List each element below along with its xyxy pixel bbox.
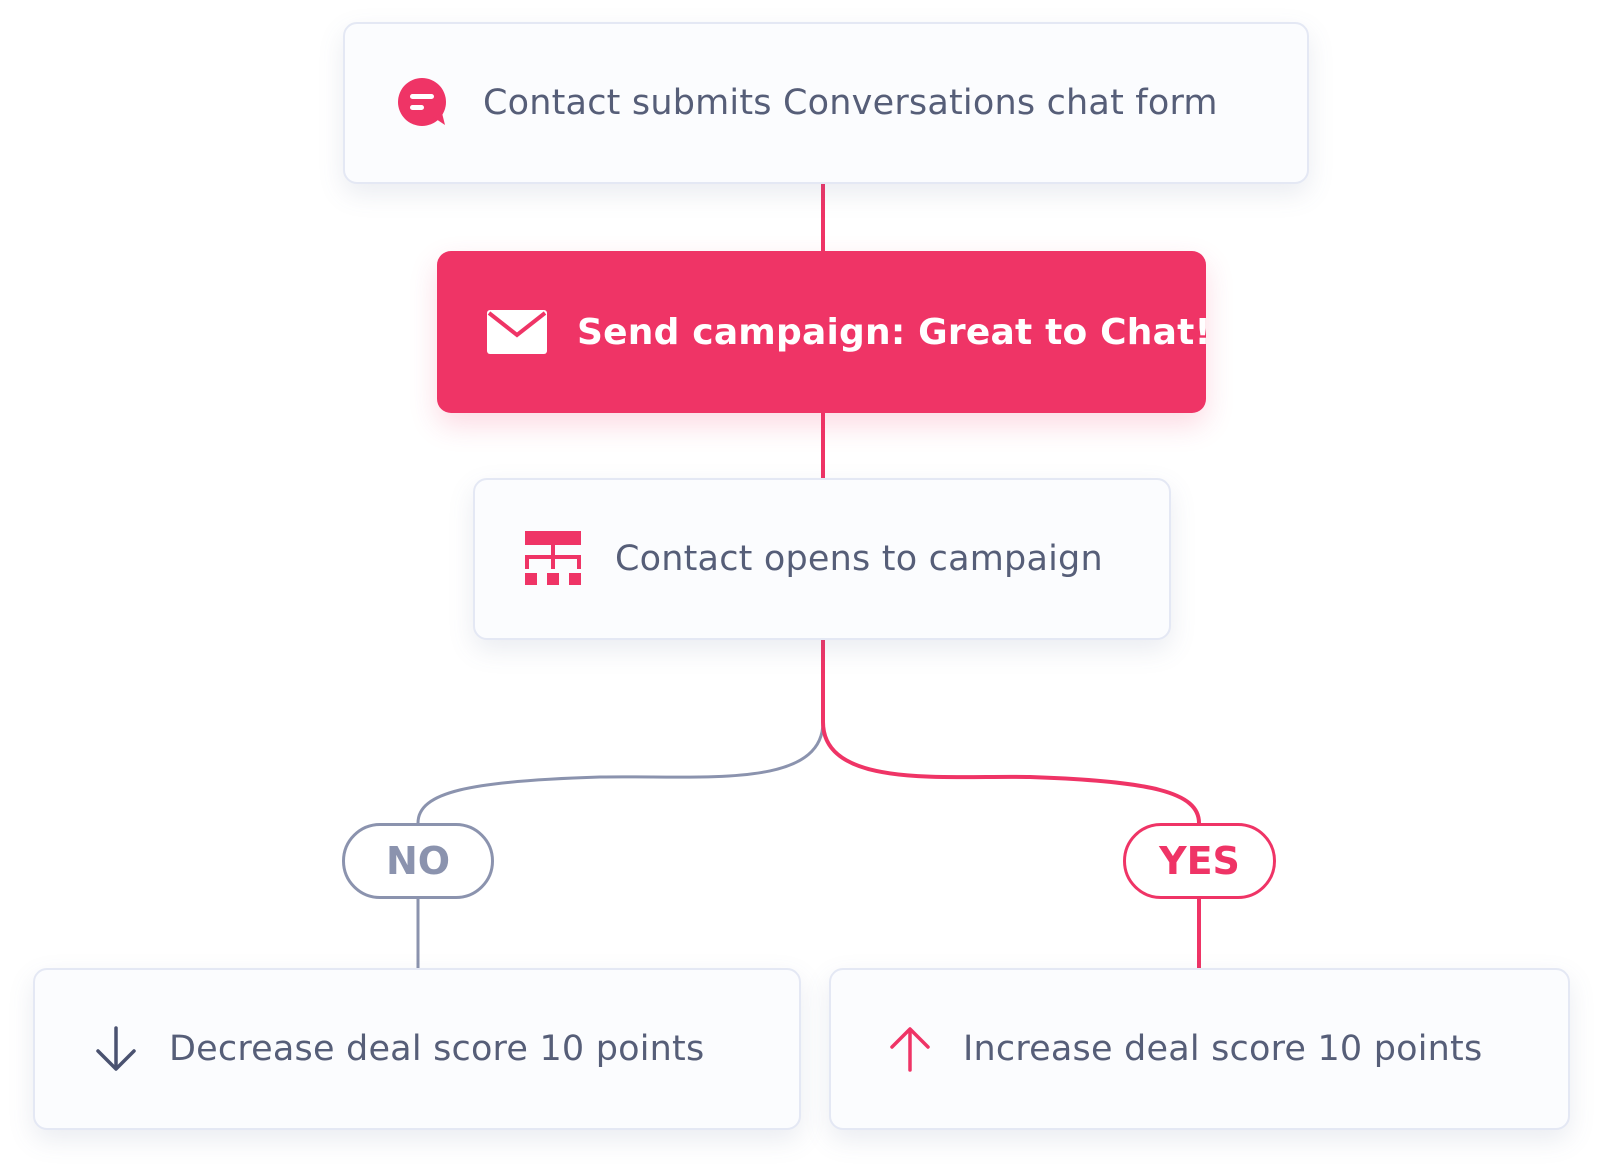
action-label: Send campaign: Great to Chat! (577, 311, 1212, 353)
decrease-score-label: Decrease deal score 10 points (169, 1029, 705, 1069)
condition-label: Contact opens to campaign (615, 539, 1103, 579)
connector-no-branch (416, 721, 825, 824)
increase-score-node[interactable]: Increase deal score 10 points (829, 968, 1570, 1130)
increase-score-label: Increase deal score 10 points (963, 1029, 1483, 1069)
connector-yes-branch (821, 721, 1201, 824)
chat-bubble-icon (397, 77, 449, 129)
trigger-node[interactable]: Contact submits Conversations chat form (343, 22, 1309, 184)
condition-node[interactable]: Contact opens to campaign (473, 478, 1171, 640)
decrease-score-node[interactable]: Decrease deal score 10 points (33, 968, 801, 1130)
send-campaign-node[interactable]: Send campaign: Great to Chat! (437, 251, 1211, 413)
trigger-label: Contact submits Conversations chat form (483, 83, 1218, 123)
yes-branch-pill[interactable]: YES (1123, 823, 1276, 899)
arrow-down-icon (93, 1026, 139, 1072)
arrow-up-icon (887, 1026, 933, 1072)
envelope-icon (487, 310, 547, 354)
split-condition-icon (525, 531, 581, 587)
no-branch-pill[interactable]: NO (342, 823, 494, 899)
